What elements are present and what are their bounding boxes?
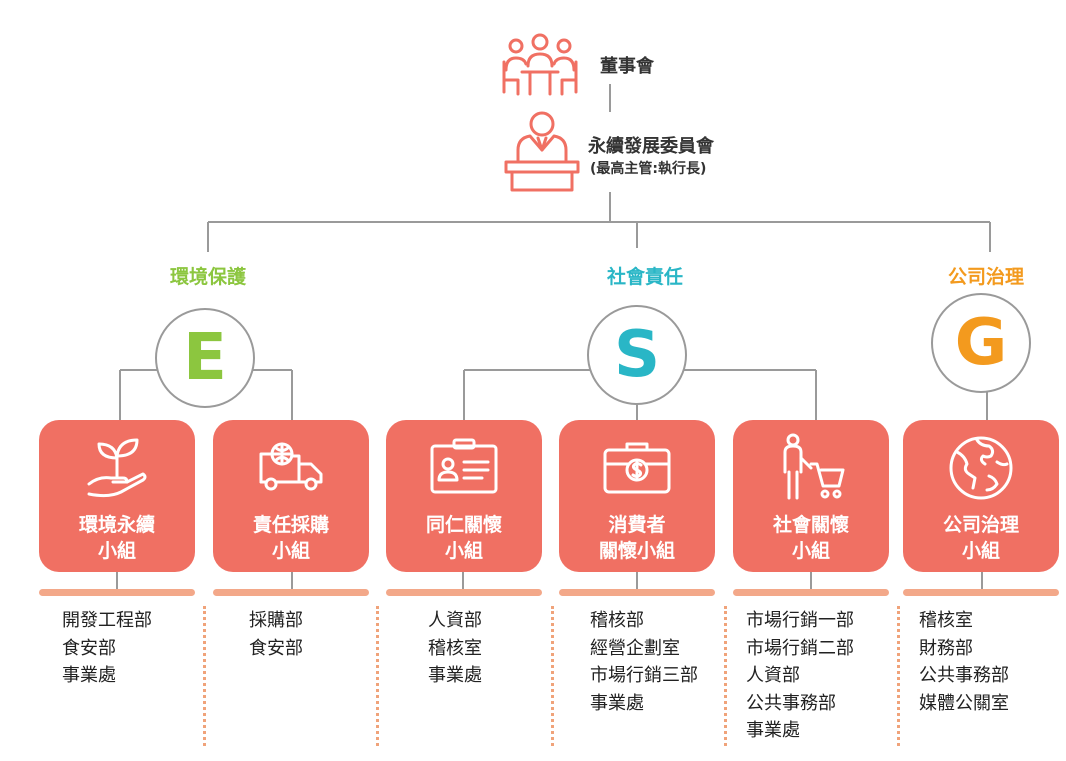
chief-executive-icon	[504, 111, 580, 192]
group-card-environment: 環境永續 小組	[39, 420, 195, 572]
delivery-truck-icon	[259, 442, 323, 491]
column-divider	[203, 606, 206, 746]
category-label-environment: 環境保護	[169, 266, 246, 288]
separator-bar	[559, 589, 715, 596]
list-item: 食安部	[62, 637, 116, 659]
money-briefcase-icon	[603, 442, 671, 494]
letter-g-icon: G	[954, 306, 1008, 380]
category-label-social: 社會責任	[606, 266, 683, 288]
list-item: 媒體公關室	[919, 692, 1009, 714]
list-item: 稽核室	[428, 637, 482, 659]
list-item: 事業處	[590, 692, 644, 714]
globe-icon	[949, 436, 1013, 500]
esg-circle-e: E	[155, 308, 255, 408]
column-divider	[551, 606, 554, 746]
list-item: 市場行銷三部	[590, 665, 698, 686]
separator-bar	[39, 589, 195, 596]
plant-in-hand-icon	[87, 438, 147, 498]
list-item: 財務部	[919, 637, 973, 659]
group-title: 責任採購 小組	[252, 514, 329, 562]
group-card-governance: 公司治理 小組	[903, 420, 1059, 572]
column-divider	[724, 606, 727, 746]
category-label-governance: 公司治理	[947, 266, 1024, 288]
esg-circle-g: G	[931, 293, 1031, 393]
department-list-environment: 開發工程部 食安部 事業處	[62, 607, 152, 690]
esg-circle-s: S	[587, 305, 687, 405]
department-list-consumer-care: 稽核部 經營企劃室 市場行銷三部 事業處	[590, 607, 698, 717]
id-card-icon	[430, 438, 498, 494]
department-list-governance: 稽核室 財務部 公共事務部 媒體公關室	[919, 607, 1009, 717]
list-item: 人資部	[746, 665, 800, 686]
list-item: 食安部	[249, 637, 303, 659]
group-title: 消費者 關懷小組	[598, 514, 675, 562]
column-divider	[897, 606, 900, 746]
separator-bar	[733, 589, 889, 596]
shopper-cart-icon	[783, 433, 845, 500]
list-item: 經營企劃室	[590, 637, 680, 659]
board-meeting-icon	[502, 33, 578, 96]
group-card-employee-care: 同仁關懷 小組	[386, 420, 542, 572]
letter-s-icon: S	[613, 318, 661, 392]
department-list-social-care: 市場行銷一部 市場行銷二部 人資部 公共事務部 事業處	[746, 607, 854, 745]
separator-bar	[386, 589, 542, 596]
separator-bar	[903, 589, 1059, 596]
department-list-employee-care: 人資部 稽核室 事業處	[428, 607, 482, 690]
department-list-procurement: 採購部 食安部	[249, 607, 303, 662]
list-item: 開發工程部	[62, 610, 152, 631]
list-item: 公共事務部	[919, 665, 1009, 686]
list-item: 稽核室	[919, 610, 973, 631]
list-item: 人資部	[428, 610, 482, 631]
list-item: 市場行銷一部	[746, 610, 854, 631]
list-item: 稽核部	[590, 610, 644, 631]
column-divider	[376, 606, 379, 746]
list-item: 市場行銷二部	[746, 637, 854, 659]
list-item: 事業處	[62, 665, 116, 686]
letter-e-icon: E	[183, 321, 227, 395]
group-card-consumer-care: 消費者 關懷小組	[559, 420, 715, 572]
list-item: 採購部	[249, 610, 303, 631]
board-label: 董事會	[600, 56, 654, 77]
separator-bar	[213, 589, 369, 596]
list-item: 事業處	[428, 665, 482, 686]
group-title: 社會關懷 小組	[772, 514, 849, 562]
committee-label: 永續發展委員會	[588, 136, 714, 157]
group-title: 同仁關懷 小組	[425, 514, 502, 562]
group-title: 公司治理 小組	[942, 514, 1019, 562]
committee-sublabel: (最高主管:執行長)	[590, 161, 707, 177]
group-card-procurement: 責任採購 小組	[213, 420, 369, 572]
list-item: 事業處	[746, 720, 800, 741]
list-item: 公共事務部	[746, 692, 836, 714]
group-card-social-care: 社會關懷 小組	[733, 420, 889, 572]
group-title: 環境永續 小組	[78, 514, 155, 562]
